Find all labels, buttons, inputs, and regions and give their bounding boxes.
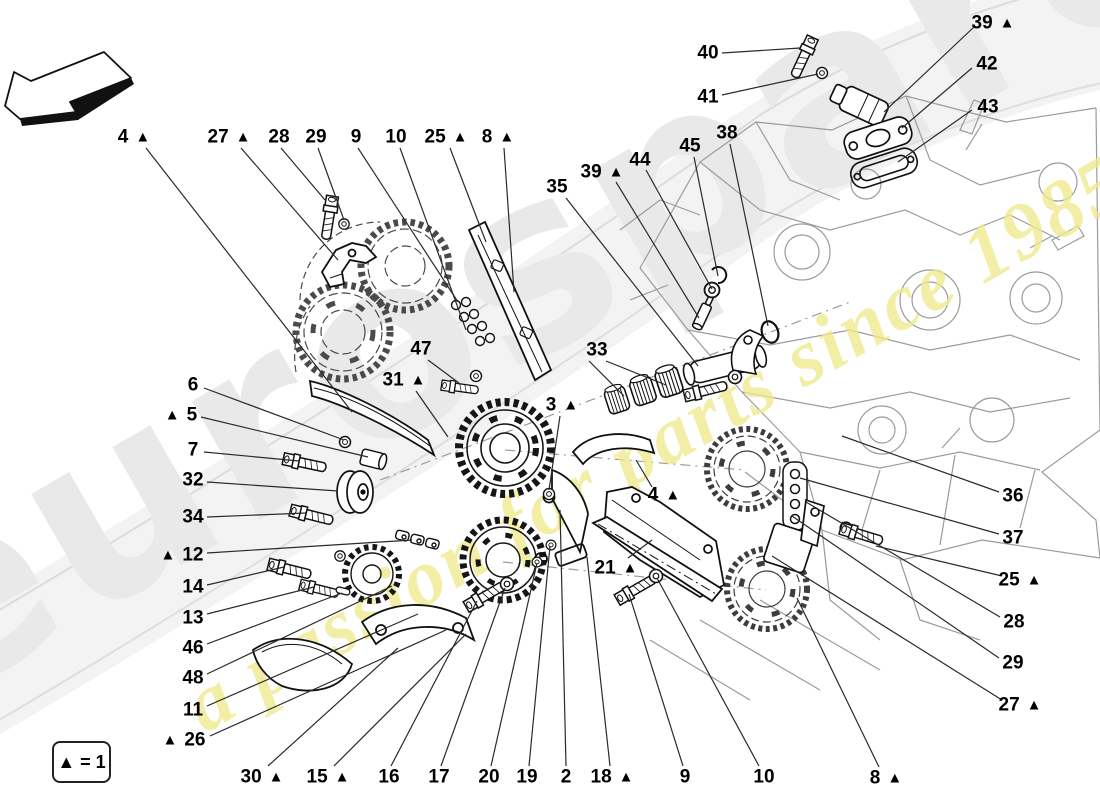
callout-30: 30▲	[240, 766, 284, 788]
callout-37: 37	[1002, 527, 1024, 549]
tensioner-shoe-icon	[571, 433, 656, 466]
triangle-marker-icon: ▲	[268, 768, 284, 786]
bracket-icon	[320, 242, 378, 289]
triangle-marker-icon: ▲	[608, 163, 624, 181]
callout-42: 42	[976, 53, 998, 75]
callout-15: 15▲	[306, 766, 350, 788]
triangle-marker-icon: ▲	[563, 396, 579, 414]
callout-45: 45	[679, 135, 701, 157]
callout-33: 33	[586, 339, 608, 361]
callout-47: 47	[410, 338, 432, 360]
triangle-marker-icon: ▲	[499, 128, 515, 146]
callout-10: 10	[385, 126, 407, 148]
callout-11: 11	[182, 699, 204, 721]
callout-35: 35	[546, 176, 568, 198]
snap-ring-icon	[711, 266, 728, 285]
callout-17: 17	[428, 766, 450, 788]
triangle-marker-icon: ▲	[999, 14, 1015, 32]
callout-28: 28	[1003, 611, 1025, 633]
triangle-marker-icon: ▲	[452, 128, 468, 146]
callout-38: 38	[716, 122, 738, 144]
callout-39: 39▲	[580, 161, 624, 183]
o-ring-icon	[760, 320, 780, 344]
callout-8: 8▲	[481, 126, 515, 148]
callout-43: 43	[977, 96, 999, 118]
callout-9: 9	[350, 126, 362, 148]
callout-4: 4▲	[117, 126, 151, 148]
callout-20: 20	[478, 766, 500, 788]
callout-21: 21▲	[594, 557, 638, 579]
triangle-marker-icon: ▲	[1026, 571, 1042, 589]
triangle-marker-icon: ▲	[887, 769, 903, 787]
callout-7: 7	[187, 439, 199, 461]
callout-25: 25▲	[998, 569, 1042, 591]
callout-39: 39▲	[971, 12, 1015, 34]
tensioner-body-icon	[829, 83, 890, 127]
callout-14: 14	[182, 576, 204, 598]
triangle-marker-icon: ▲	[160, 546, 176, 564]
triangle-marker-icon: ▲	[665, 486, 681, 504]
drive-sprocket-icon	[455, 398, 555, 498]
tensioner-flange-icon	[843, 116, 913, 160]
callout-46: 46	[182, 637, 204, 659]
callout-40: 40	[697, 42, 719, 64]
callout-27: 27▲	[998, 694, 1042, 716]
callout-25: 25▲	[424, 126, 468, 148]
callout-3: 3▲	[545, 394, 579, 416]
callout-34: 34	[182, 506, 204, 528]
cam-sprocket-upper-icon	[357, 218, 453, 314]
legend-text: ▲ = 1	[57, 751, 106, 772]
triangle-marker-icon: ▲	[622, 559, 638, 577]
callout-26: ▲26	[162, 729, 206, 751]
callout-31: 31▲	[382, 369, 426, 391]
callout-36: 36	[1002, 485, 1024, 507]
callout-29: 29	[305, 126, 327, 148]
callout-10: 10	[753, 766, 775, 788]
callout-41: 41	[697, 86, 719, 108]
triangle-marker-icon: ▲	[135, 128, 151, 146]
pin-icon	[335, 586, 351, 596]
triangle-marker-icon: ▲	[1026, 696, 1042, 714]
callout-32: 32	[182, 469, 204, 491]
pulley-icon	[336, 470, 374, 514]
support-plate-icon	[603, 486, 726, 599]
gasket-icon	[849, 147, 919, 189]
callout-48: 48	[182, 667, 204, 689]
triangle-marker-icon: ▲	[618, 768, 634, 786]
callout-27: 27▲	[207, 126, 251, 148]
callout-19: 19	[516, 766, 538, 788]
callout-28: 28	[268, 126, 290, 148]
callout-9: 9	[679, 766, 691, 788]
callout-29: 29	[1002, 652, 1024, 674]
tensioner-arm-icon	[534, 468, 589, 567]
callout-4: 4▲	[647, 484, 681, 506]
timing-chain-icon	[450, 296, 496, 347]
callout-13: 13	[182, 607, 204, 629]
callout-44: 44	[629, 149, 651, 171]
callout-16: 16	[378, 766, 400, 788]
triangle-marker-icon: ▲	[162, 731, 178, 749]
triangle-marker-icon: ▲	[410, 371, 426, 389]
callout-8: 8▲	[869, 767, 903, 789]
bushing-icon	[359, 448, 388, 471]
chain-guide-curved-icon	[308, 379, 436, 458]
callout-6: 6	[187, 374, 199, 396]
triangle-marker-icon: ▲	[334, 768, 350, 786]
callout-2: 2	[560, 766, 572, 788]
callout-12: ▲12	[160, 544, 204, 566]
triangle-marker-icon: ▲	[235, 128, 251, 146]
legend-box: ▲ = 1	[52, 741, 111, 783]
callout-5: ▲5	[164, 404, 198, 426]
triangle-marker-icon: ▲	[164, 406, 180, 424]
chain-links-icon	[394, 529, 440, 550]
slotted-rail-icon	[591, 515, 724, 603]
callout-18: 18▲	[590, 766, 634, 788]
